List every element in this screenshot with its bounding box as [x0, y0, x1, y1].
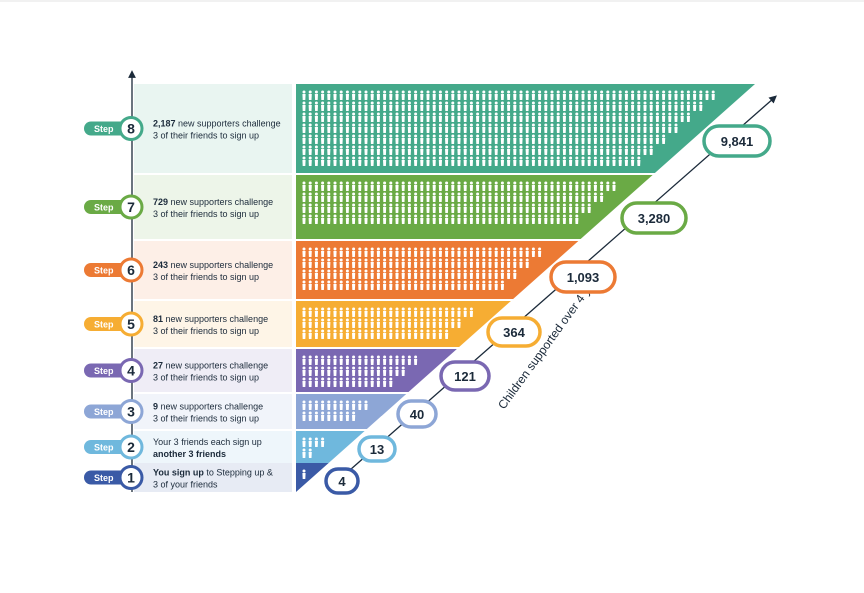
step-1-circle	[118, 465, 144, 490]
step-3-panel	[134, 394, 292, 429]
step-7-circle	[118, 194, 144, 220]
step-4-people	[302, 355, 418, 387]
top-divider	[0, 0, 864, 2]
step-1-word: Step	[94, 473, 114, 483]
step-1-text-line2: 3 of your friends	[153, 480, 218, 490]
step-2-number: 2	[127, 439, 135, 455]
step-4-word: Step	[94, 366, 114, 376]
step-4-circle	[118, 358, 144, 383]
step-4-band	[296, 349, 457, 392]
step-7-text-line2: 3 of their friends to sign up	[153, 209, 259, 219]
step-1-total: 4	[338, 474, 346, 489]
step-3-number: 3	[127, 404, 135, 420]
step-7-total-badge	[620, 201, 688, 235]
step-7-number: 7	[127, 199, 135, 215]
step-6-word: Step	[94, 266, 114, 276]
step-1-panel	[134, 463, 292, 492]
step-3-total: 40	[410, 407, 424, 422]
step-3-band	[296, 394, 407, 429]
step-3-word: Step	[94, 407, 114, 417]
step-3-text-line2: 3 of their friends to sign up	[153, 414, 259, 424]
step-6-number: 6	[127, 262, 135, 278]
step-6-people	[302, 247, 542, 290]
step-5-panel	[134, 301, 292, 347]
step-5-text-line2: 3 of their friends to sign up	[153, 326, 259, 336]
step-7-total: 3,280	[638, 211, 671, 226]
step-5-word: Step	[94, 320, 114, 330]
step-2-word: Step	[94, 443, 114, 453]
people-icons	[302, 90, 715, 479]
step-7-band	[296, 175, 653, 239]
step-8-number: 8	[127, 121, 135, 137]
step-6-total: 1,093	[567, 270, 600, 285]
step-2-text-line2: another 3 friends	[153, 449, 226, 459]
step-6-panel	[134, 241, 292, 299]
step-5-total: 364	[503, 325, 525, 340]
cumulative-totals: 4 13 40 121 364 1,093 3,280 9,841	[324, 124, 772, 495]
step-8-circle	[118, 116, 144, 141]
step-8-text-line1: 2,187 new supporters challenge	[153, 119, 281, 129]
step-4-number: 4	[127, 363, 135, 379]
step-2-total: 13	[370, 442, 384, 457]
step-5-text-line1: 81 new supporters challenge	[153, 314, 268, 324]
step-4-total: 121	[454, 369, 476, 384]
step-7-panel	[134, 175, 292, 239]
step-6-text-line2: 3 of their friends to sign up	[153, 272, 259, 282]
step-5-total-badge	[486, 316, 542, 348]
step-2-text-line1: Your 3 friends each sign up	[153, 437, 262, 447]
step-1-text-line1: You sign up to Stepping up &	[153, 468, 273, 478]
step-3-text-line1: 9 new supporters challenge	[153, 402, 263, 412]
step-6-band	[296, 241, 579, 299]
step-labels: Step 1 You sign up to Stepping up & 3 of yo…	[84, 116, 281, 490]
step-8-text-line2: 3 of their friends to sign up	[153, 131, 259, 141]
step-8-word: Step	[94, 124, 114, 134]
step-5-number: 5	[127, 316, 135, 332]
step-8-panel	[134, 84, 292, 173]
step-1-number: 1	[127, 470, 135, 486]
step-bands	[134, 84, 755, 492]
step-4-text-line2: 3 of their friends to sign up	[153, 373, 259, 383]
step-2-circle	[118, 434, 144, 460]
step-6-total-badge	[549, 260, 617, 294]
step-2-panel	[134, 431, 292, 463]
step-8-total: 9,841	[721, 134, 754, 149]
step-4-panel	[134, 349, 292, 392]
step-2-people	[302, 437, 325, 458]
step-4-text-line1: 27 new supporters challenge	[153, 361, 268, 371]
step-1-people	[302, 469, 306, 479]
step-8-total-badge	[702, 124, 772, 158]
step-1-total-badge	[324, 467, 360, 495]
step-6-text-line1: 243 new supporters challenge	[153, 260, 273, 270]
step-3-circle	[118, 399, 144, 424]
step-5-circle	[118, 311, 144, 337]
step-7-word: Step	[94, 203, 114, 213]
step-7-people	[302, 181, 616, 224]
step-3-total-badge	[396, 399, 438, 429]
step-5-people	[302, 307, 473, 339]
step-4-total-badge	[439, 360, 491, 392]
step-2-total-badge	[357, 435, 397, 463]
step-6-circle	[118, 257, 144, 283]
step-2-band	[296, 431, 365, 463]
step-7-text-line1: 729 new supporters challenge	[153, 197, 273, 207]
step-1-band	[296, 463, 329, 492]
step-8-people	[302, 90, 715, 166]
step-3-people	[302, 400, 368, 421]
